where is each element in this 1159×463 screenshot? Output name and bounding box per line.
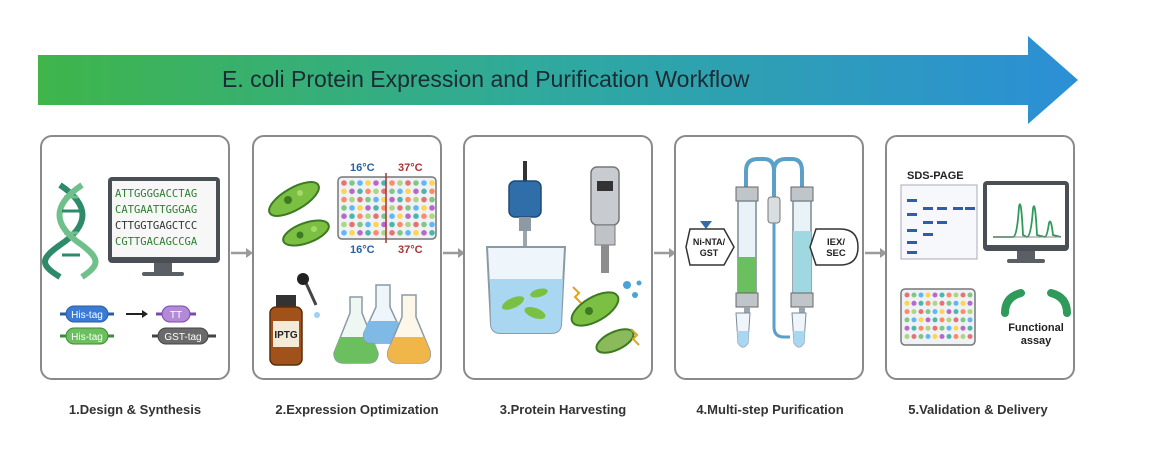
gst-tag: GST-tag bbox=[152, 327, 216, 345]
iptg-bottle-icon: IPTG bbox=[269, 273, 320, 366]
iex-sec-label-badge: IEX/SEC bbox=[809, 228, 859, 266]
connector-arrow-icon bbox=[865, 248, 887, 258]
dna-sequence-line: CATGAATTGGGAG bbox=[115, 204, 197, 216]
svg-text:IPTG: IPTG bbox=[274, 330, 298, 341]
chromatography-column-1 bbox=[735, 186, 759, 323]
sds-page-gel-icon bbox=[900, 184, 978, 260]
step-label-4: 4.Multi-step Purification bbox=[696, 402, 844, 417]
workflow-banner-arrow bbox=[38, 36, 1078, 124]
collection-tube-icon bbox=[735, 312, 807, 348]
well-plate-icon bbox=[337, 173, 437, 243]
step-label-3: 3.Protein Harvesting bbox=[499, 402, 627, 417]
svg-text:His-tag: His-tag bbox=[71, 332, 103, 343]
svg-text:His-tag: His-tag bbox=[71, 310, 103, 321]
step-label-5: 5.Validation & Delivery bbox=[908, 402, 1048, 417]
connector-arrow-icon bbox=[654, 248, 676, 258]
tubing-icon bbox=[744, 157, 804, 339]
temp-label-37c-bottom: 37°C bbox=[398, 244, 423, 256]
connector-arrow-icon bbox=[231, 248, 253, 258]
dna-sequence-line: CGTTGACAGCCGA bbox=[115, 236, 198, 248]
connector-arrow-icon bbox=[443, 248, 465, 258]
his-tag-green: His-tag bbox=[60, 327, 114, 345]
dna-helix-icon bbox=[42, 182, 99, 280]
step-label-2: 2.Expression Optimization bbox=[275, 402, 439, 417]
panel-multi-step-purification: Ni-NTA/GST IEX/SEC bbox=[674, 135, 864, 380]
ni-nta-label-badge: Ni-NTA/GST bbox=[685, 221, 735, 266]
chromatogram-monitor-icon bbox=[983, 181, 1069, 263]
panel-expression-optimization: 16°C 37°C 16°C 37°C IPTG bbox=[252, 135, 442, 380]
svg-text:Ni-NTA/GST: Ni-NTA/GST bbox=[693, 237, 726, 258]
dna-sequence-line: ATTGGGGACCTAG bbox=[115, 188, 197, 200]
lysed-bacteria-icon bbox=[570, 280, 642, 354]
temp-label-16c-top: 16°C bbox=[350, 162, 375, 174]
step-label-1: 1.Design & Synthesis bbox=[68, 402, 202, 417]
well-plate-icon bbox=[900, 288, 976, 346]
his-tag-blue: His-tag bbox=[60, 305, 114, 323]
beaker-icon bbox=[485, 246, 567, 334]
antibody-icon bbox=[1001, 289, 1071, 317]
tt-tag: TT bbox=[156, 305, 196, 323]
monitor-icon bbox=[108, 177, 220, 276]
panel-protein-harvesting bbox=[463, 135, 653, 380]
temp-label-37c-top: 37°C bbox=[398, 162, 423, 174]
svg-text:GST-tag: GST-tag bbox=[164, 332, 201, 343]
svg-text:IEX/SEC: IEX/SEC bbox=[826, 237, 846, 259]
bacteria-icon bbox=[268, 181, 330, 247]
temp-label-16c-bottom: 16°C bbox=[350, 244, 375, 256]
svg-text:TT: TT bbox=[170, 310, 182, 321]
flask-icon bbox=[333, 284, 432, 364]
chromatography-column-2 bbox=[790, 186, 814, 323]
arrow-right-icon bbox=[126, 310, 148, 318]
panel-design-synthesis: ATTGGGGACCTAG CATGAATTGGGAG CTTGGTGAGCTC… bbox=[40, 135, 230, 380]
dna-sequence-line: CTTGGTGAGCTCC bbox=[115, 220, 197, 232]
centrifuge-tube-icon bbox=[590, 166, 620, 273]
sds-page-label: SDS-PAGE bbox=[907, 170, 964, 182]
workflow-title: E. coli Protein Expression and Purificat… bbox=[222, 66, 750, 92]
